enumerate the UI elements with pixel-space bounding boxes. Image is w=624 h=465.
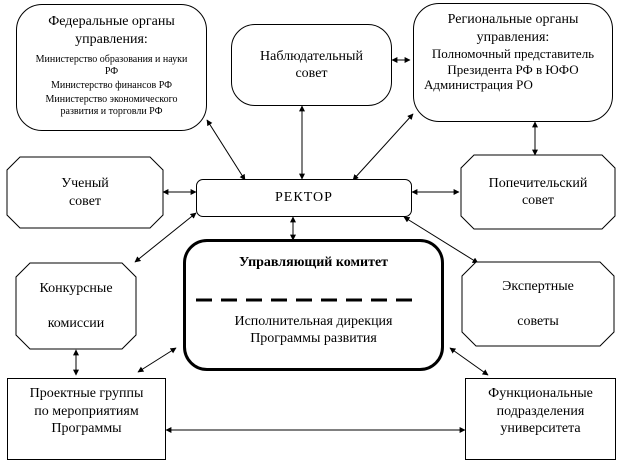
projects-title: Проектные группы по мероприятиям Програм… xyxy=(29,386,144,436)
regional-title: Региональные органы управления: xyxy=(447,12,579,45)
regional-authorities-box: Региональные органы управления: Полномоч… xyxy=(413,3,613,122)
project-groups-box: Проектные группы по мероприятиям Програм… xyxy=(7,378,166,460)
academic-council-label: Ученый совет xyxy=(7,157,163,228)
competition-commissions-label: Конкурсные комиссии xyxy=(16,263,136,349)
directorate-title: Исполнительная дирекция Программы развит… xyxy=(234,313,393,347)
rector-title: РЕКТОР xyxy=(275,190,333,206)
arrow-committee-projects xyxy=(137,347,177,373)
rector-box: РЕКТОР xyxy=(196,179,412,217)
regional-line: Администрация РО xyxy=(424,77,533,93)
competition-title: Конкурсные комиссии xyxy=(39,280,113,331)
supervisory-board-box: Наблюдательный совет xyxy=(231,24,392,106)
functional-title: Функциональные подразделения университет… xyxy=(488,386,593,436)
trustees-council-label: Попечительский совет xyxy=(461,155,615,229)
academic-council-shape xyxy=(6,156,164,229)
arrow-rector-experts xyxy=(403,216,479,264)
federal-item: Министерство образования и науки РФ xyxy=(35,54,188,77)
academic-title: Ученый совет xyxy=(61,176,109,209)
expert-councils-label: Экспертные советы xyxy=(462,262,614,346)
functional-units-box: Функциональные подразделения университет… xyxy=(465,378,616,460)
regional-line: Полномочный представитель Президента РФ … xyxy=(431,46,595,77)
trustees-title: Попечительский совет xyxy=(488,175,588,209)
arrow-committee-functional xyxy=(449,347,489,376)
competition-commissions-shape xyxy=(15,262,137,350)
arrow-regional-rector xyxy=(352,113,414,181)
managing-committee-box: Управляющий комитет Исполнительная дирек… xyxy=(183,239,444,371)
federal-item: Министерство экономического развития и т… xyxy=(45,94,178,117)
federal-title: Федеральные органы управления: xyxy=(48,14,175,47)
arrow-rector-competition xyxy=(134,212,197,263)
trustees-council-shape xyxy=(460,154,616,230)
expert-councils-shape xyxy=(461,261,615,347)
supervisory-title: Наблюдательный совет xyxy=(260,48,363,82)
committee-title: Управляющий комитет xyxy=(238,255,389,270)
federal-item: Министерство финансов РФ xyxy=(50,80,173,91)
federal-authorities-box: Федеральные органы управления: Министерс… xyxy=(16,4,207,131)
experts-title: Экспертные советы xyxy=(502,278,574,329)
arrow-federal-rector xyxy=(206,119,246,181)
